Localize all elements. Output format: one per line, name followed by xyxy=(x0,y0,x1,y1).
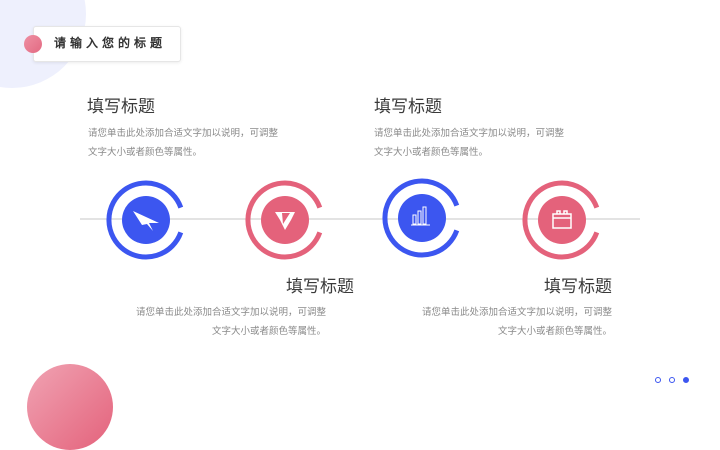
brand-shield-icon xyxy=(275,212,295,230)
title-dot-icon xyxy=(24,35,42,53)
item-4-desc-line2: 文字大小或者颜色等属性。 xyxy=(497,326,612,337)
item-1-title: 填写标题 xyxy=(87,97,155,117)
calendar-icon xyxy=(552,210,572,229)
page-dot-1[interactable] xyxy=(655,377,661,383)
bar-chart-icon xyxy=(411,206,430,226)
item-3-node xyxy=(382,178,462,258)
item-2-node xyxy=(245,180,325,260)
item-1-node xyxy=(106,180,186,260)
item-3-desc-line1: 请您单击此处添加合适文字加以说明，可调整 xyxy=(374,128,565,139)
decorative-pink-circle xyxy=(27,364,113,450)
item-4-node xyxy=(522,180,602,260)
page-title: 请输入您的标题 xyxy=(54,36,167,50)
title-box xyxy=(33,26,181,62)
item-2-desc-line1: 请您单击此处添加合适文字加以说明，可调整 xyxy=(135,307,326,318)
page-dot-3[interactable] xyxy=(683,377,689,383)
item-4-title: 填写标题 xyxy=(544,277,612,297)
item-3-title: 填写标题 xyxy=(374,97,442,117)
pagination xyxy=(655,377,689,383)
item-2-desc-line2: 文字大小或者颜色等属性。 xyxy=(211,326,326,337)
item-1-desc-line2: 文字大小或者颜色等属性。 xyxy=(88,147,203,158)
item-2-title: 填写标题 xyxy=(286,277,354,297)
item-4-desc-line1: 请您单击此处添加合适文字加以说明，可调整 xyxy=(421,307,612,318)
item-3-desc-line2: 文字大小或者颜色等属性。 xyxy=(374,147,489,158)
page-dot-2[interactable] xyxy=(669,377,675,383)
timeline-line xyxy=(80,218,640,220)
paper-plane-icon xyxy=(133,211,159,231)
item-1-desc-line1: 请您单击此处添加合适文字加以说明，可调整 xyxy=(88,128,279,139)
